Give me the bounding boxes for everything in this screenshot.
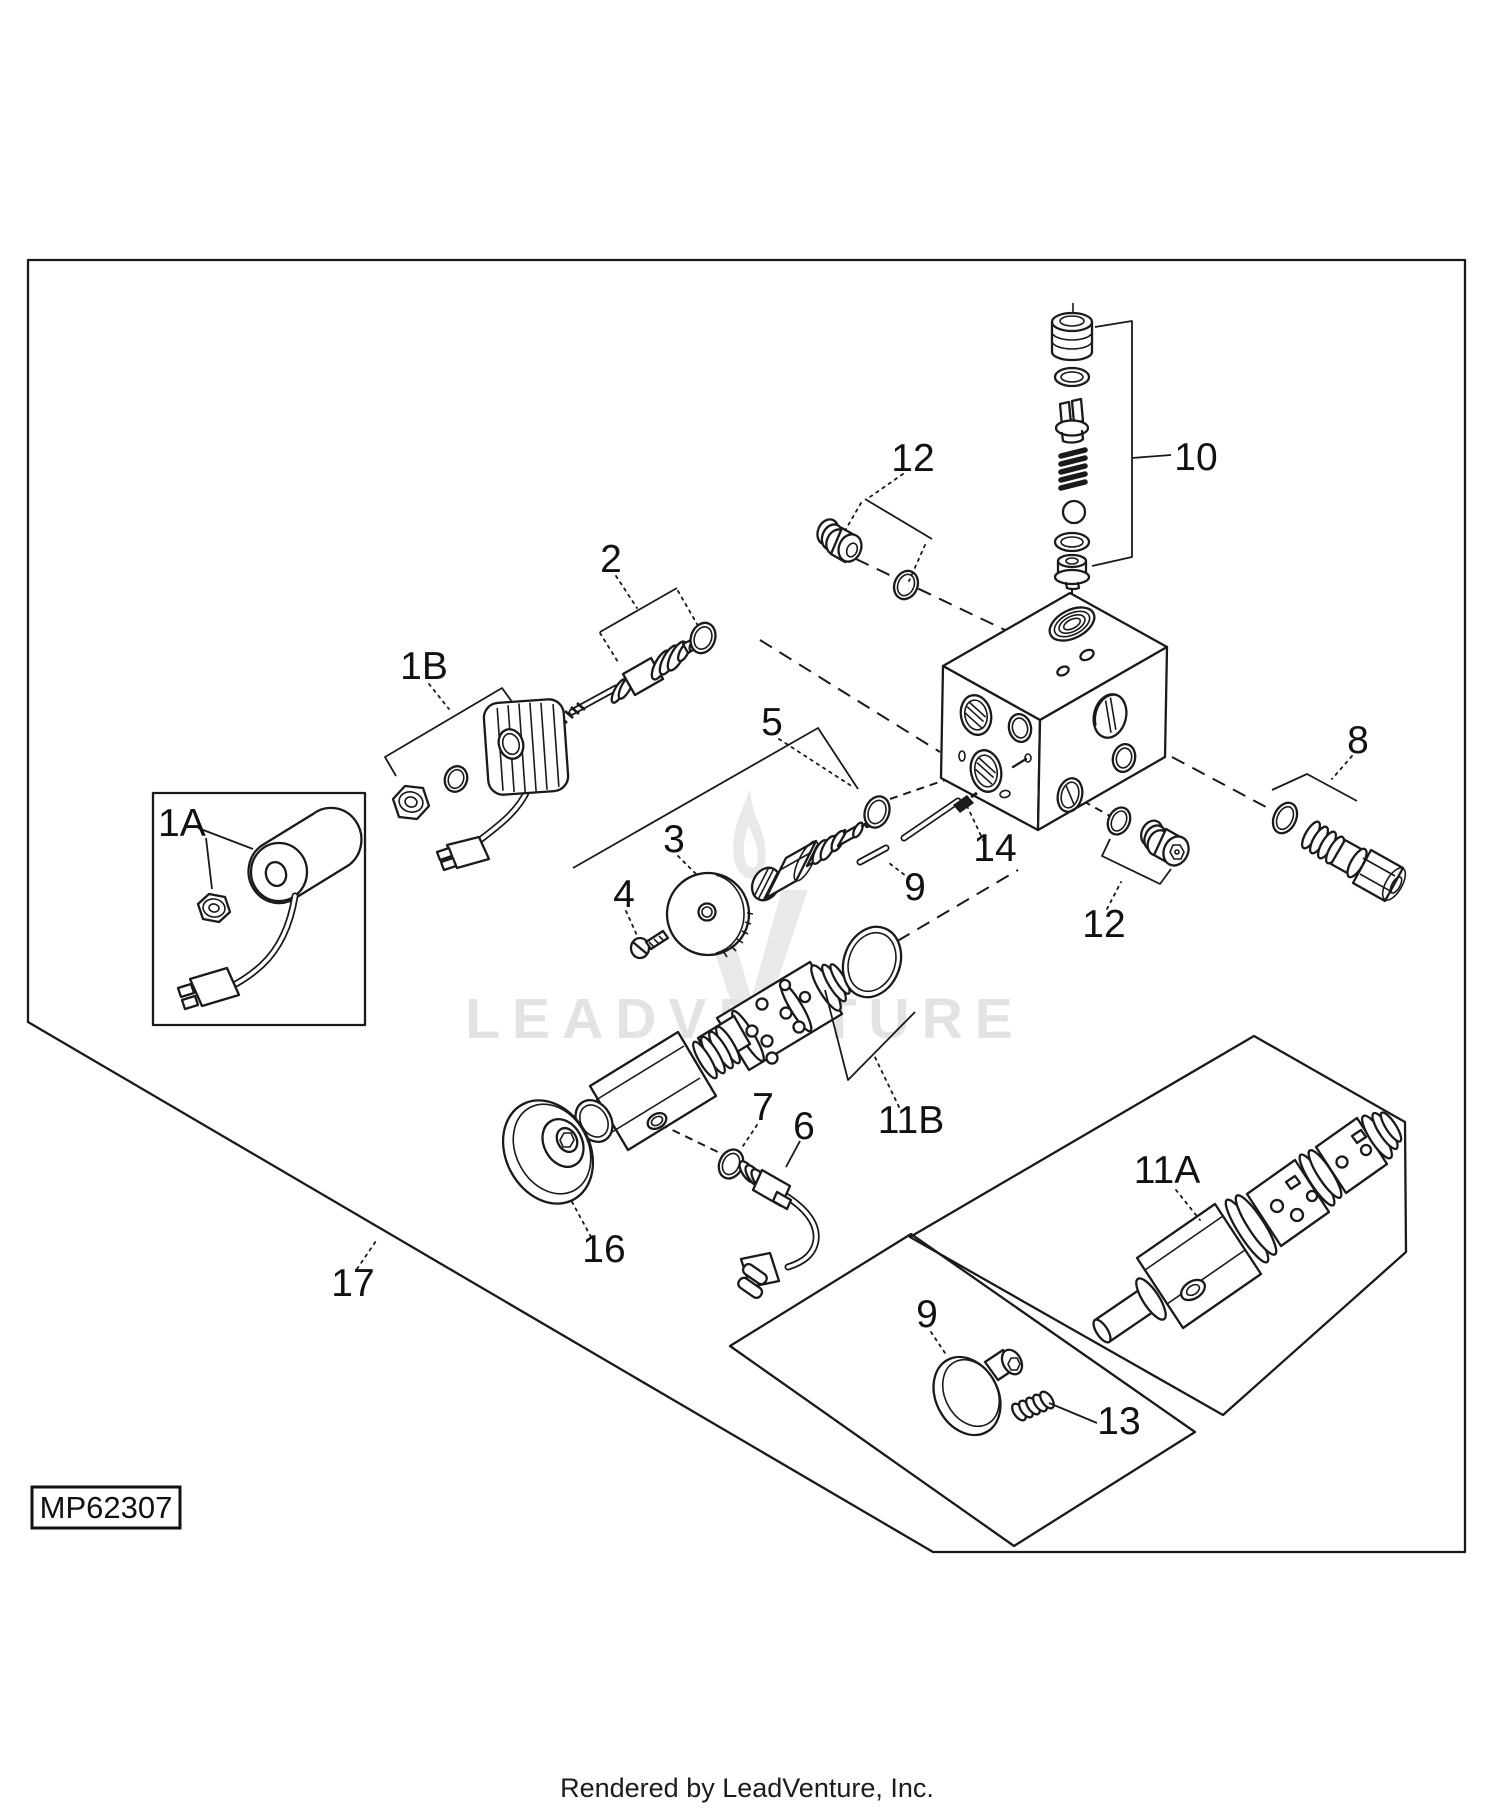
- callout-label-6: 6: [793, 1105, 815, 1148]
- callout-label-1b: 1B: [400, 645, 448, 688]
- callout-label-7: 7: [752, 1086, 774, 1129]
- callout-label-14: 14: [973, 827, 1016, 870]
- part-13-spring: [1011, 1390, 1055, 1422]
- image-code-text: MP62307: [40, 1490, 173, 1525]
- callout-label-12-bottom: 12: [1082, 903, 1125, 946]
- bracket-12-bottom: [1101, 838, 1172, 885]
- bracket-12-top: [864, 498, 933, 540]
- part-1a-coil-kit: [176, 806, 363, 1011]
- bracket-10-tick: [1131, 454, 1172, 459]
- callout-label-1a: 1A: [158, 802, 206, 845]
- part-16-valve-assembly: [501, 960, 851, 1205]
- inset-box-11a: [908, 1034, 1408, 1417]
- callout-label-10: 10: [1174, 436, 1217, 479]
- footer-credit: Rendered by LeadVenture, Inc.: [560, 1773, 934, 1803]
- callout-label-11b: 11B: [878, 1099, 945, 1142]
- leader-11a: [1175, 1189, 1201, 1221]
- part-9-cap: [932, 1348, 1024, 1437]
- bracket-10: [1091, 320, 1133, 567]
- bracket-8: [1271, 773, 1358, 802]
- callout-label-11a: 11A: [1134, 1149, 1201, 1192]
- leader-7-16: [570, 1124, 758, 1238]
- callout-label-17: 17: [331, 1262, 374, 1305]
- image-code-box: [30, 1485, 182, 1530]
- leader-13: [1048, 1402, 1098, 1424]
- part-6-switch: [737, 1160, 820, 1300]
- callout-label-13: 13: [1097, 1400, 1140, 1443]
- part-8-plug: [1271, 801, 1407, 903]
- leader-6: [785, 1140, 801, 1168]
- callout-label-2: 2: [600, 538, 622, 581]
- callout-label-3: 3: [663, 818, 685, 861]
- part-5-relief-valve-group: [572, 727, 985, 960]
- callout-label-4: 4: [613, 873, 635, 916]
- part-12-top-plug: [816, 518, 920, 601]
- callout-label-8: 8: [1347, 719, 1369, 762]
- part-11b-oring: [841, 925, 903, 999]
- inset-box-9-13: [728, 1232, 1197, 1548]
- callout-label-5: 5: [761, 701, 783, 744]
- outer-frame: [26, 258, 1467, 1554]
- callout-label-12-top: 12: [891, 437, 934, 480]
- leader-2: [599, 575, 698, 663]
- manifold-block: [939, 591, 1169, 832]
- leader-12-bottom: [1106, 881, 1122, 910]
- leader-12-top: [845, 473, 926, 582]
- inset-box-1a: [151, 791, 367, 1027]
- part-2-solenoid-valve: [558, 621, 717, 724]
- bracket-2: [599, 587, 678, 633]
- leader-9-17: [356, 1237, 948, 1357]
- leader-8: [1331, 755, 1353, 780]
- part-1b-coil-kit: [384, 683, 570, 872]
- leader-11b: [872, 1052, 900, 1108]
- callout-label-16: 16: [582, 1228, 625, 1271]
- callout-label-9-mid: 9: [904, 866, 926, 909]
- part-12-bottom-plug: [1106, 806, 1190, 867]
- part-11a-cartridge: [1092, 1111, 1403, 1344]
- callout-label-9-bottom: 9: [916, 1293, 938, 1336]
- bracket-11b: [824, 989, 916, 1081]
- part-10-cartridge-kit: [1050, 303, 1094, 591]
